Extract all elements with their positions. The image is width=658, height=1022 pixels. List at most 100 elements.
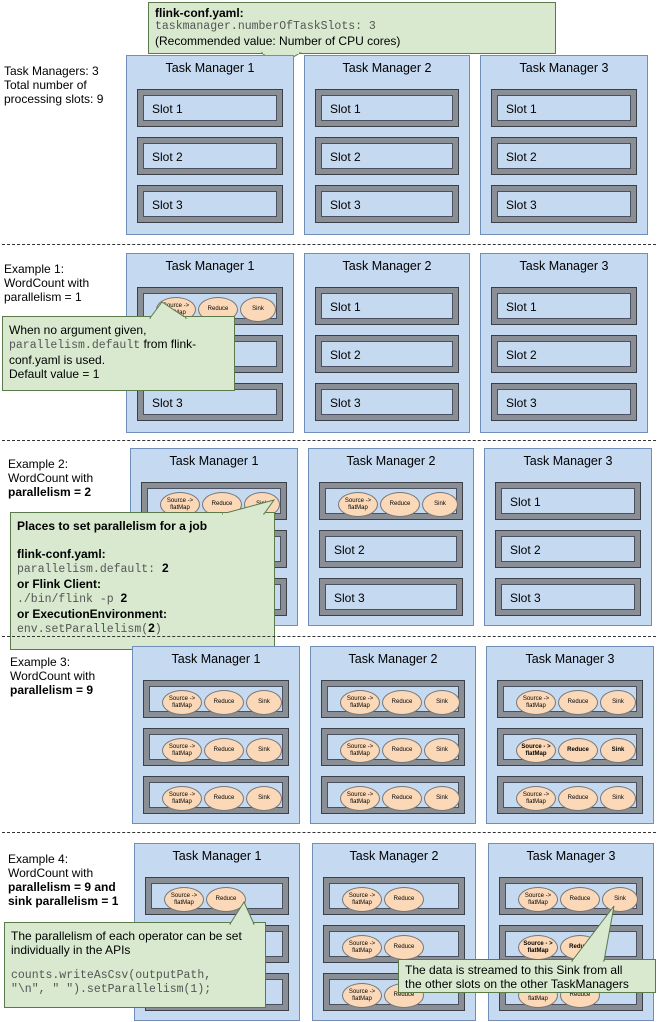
tm-title: Task Manager 3 (519, 61, 609, 75)
slot-label: Slot 2 (506, 150, 537, 164)
op-sink: Sink (422, 492, 458, 517)
label-bold: parallelism = 9 and (8, 880, 116, 894)
operator-chain: Source - > flatMap Reduce Sink (508, 737, 636, 763)
label-bold: parallelism = 2 (8, 485, 92, 499)
slot-label: Slot 3 (152, 198, 183, 212)
slot-label: Slot 1 (152, 102, 183, 116)
op-reduce: Reduce (384, 887, 424, 912)
slot: Source -> flatMap Reduce Sink (321, 728, 465, 766)
label-line: Example 3: (10, 655, 71, 669)
op-sink: Sink (600, 786, 636, 811)
op-reduce: Reduce (382, 786, 422, 811)
operator-chain: Source -> flatMap Reduce Sink (332, 737, 460, 763)
slot-label: Slot 1 (330, 300, 361, 314)
callout-code: ) (154, 623, 162, 636)
callout-title: flink-conf.yaml: (155, 6, 244, 20)
operator-chain: Source -> flatMap Reduce Sink (154, 689, 282, 715)
op-source: Source -> flatMap (518, 887, 558, 912)
op-source: Source - > flatMap (516, 738, 556, 763)
tm-title: Task Manager 1 (165, 259, 255, 273)
label-line: WordCount with (8, 866, 94, 880)
separator (2, 440, 656, 441)
slot-label: Slot 2 (506, 348, 537, 362)
slot: Slot 2 (315, 137, 459, 175)
slot: Slot 2 (319, 530, 463, 568)
op-source: Source -> flatMap (340, 786, 380, 811)
slot-label: Slot 2 (334, 543, 365, 557)
callout-code: parallelism.default: (17, 563, 162, 576)
callout-title: Places to set parallelism for a job (17, 519, 208, 533)
slot-label: Slot 3 (506, 198, 537, 212)
op-sink: Sink (424, 738, 460, 763)
tm-s1-2: Task Manager 2 Slot 1 Slot 2 Slot 3 (304, 253, 470, 433)
slot-label: Slot 3 (330, 198, 361, 212)
callout-value: 2 (148, 621, 155, 635)
slot-label: Slot 2 (510, 543, 541, 557)
section-3-label: Example 3: WordCount with parallelism = … (10, 655, 95, 697)
slot: Slot 2 (491, 137, 637, 175)
callout-heading: or Flink Client: (17, 577, 101, 591)
slot: Source -> flatMap Reduce Sink (143, 680, 289, 718)
tm-title: Task Manager 2 (346, 454, 436, 468)
callout-note: (Recommended value: Number of CPU cores) (155, 34, 401, 48)
slot: Slot 2 (495, 530, 641, 568)
callout-line: individually in the APIs (11, 943, 131, 957)
tm-title: Task Manager 1 (172, 849, 262, 863)
slot: Slot 1 (315, 89, 459, 127)
operator-chain: Source -> flatMap Reduce Sink (154, 737, 282, 763)
default-parallelism-callout: When no argument given, parallelism.defa… (2, 316, 235, 391)
callout-line: the other slots on the other TaskManager… (405, 977, 629, 991)
callout-line: Default value = 1 (9, 367, 100, 381)
callout-code: "\n", " ").setParallelism(1); (11, 983, 212, 996)
slot: Slot 1 (491, 287, 637, 325)
slot: Source -> flatMap Reduce Sink (321, 776, 465, 814)
operator-chain: Source -> flatMap Reduce (334, 886, 454, 912)
op-source: Source -> flatMap (342, 935, 382, 960)
slot-label: Slot 1 (510, 495, 541, 509)
label-line: WordCount with (10, 669, 96, 683)
op-sink: Sink (246, 738, 282, 763)
tm-s2-2: Task Manager 2 Source -> flatMap Reduce … (308, 448, 474, 626)
op-source: Source -> flatMap (516, 690, 556, 715)
op-source: Source -> flatMap (342, 887, 382, 912)
slot-label: Slot 3 (510, 591, 541, 605)
slot: Slot 1 (315, 287, 459, 325)
slot: Slot 2 (137, 137, 283, 175)
operator-chain: Source -> flatMap Reduce Sink (510, 886, 638, 912)
op-source: Source -> flatMap (516, 786, 556, 811)
label-line: processing slots: 9 (4, 92, 104, 106)
op-sink: Sink (602, 887, 638, 912)
callout-value: 2 (161, 561, 169, 575)
slot-label: Slot 3 (334, 591, 365, 605)
label-bold: parallelism = 9 (10, 683, 94, 697)
tm-title: Task Manager 2 (342, 61, 432, 75)
slot: Source -> flatMap Reduce Sink (497, 776, 643, 814)
tm-title: Task Manager 2 (342, 259, 432, 273)
slot-label: Slot 3 (330, 396, 361, 410)
slot: Source -> flatMap Reduce Sink (143, 728, 289, 766)
section-2-label: Example 2: WordCount with parallelism = … (8, 457, 93, 499)
operator-chain: Source -> flatMap Reduce Sink (330, 491, 458, 517)
section-0-label: Task Managers: 3 Total number of process… (4, 64, 103, 106)
slot: Source -> flatMap Reduce Sink (499, 877, 643, 915)
op-source: Source - > flatMap (518, 935, 558, 960)
label-line: Total number of (4, 78, 87, 92)
tm-s3-2: Task Manager 2 Source -> flatMap Reduce … (310, 646, 476, 824)
section-4-label: Example 4: WordCount with parallelism = … (8, 852, 118, 908)
tm-title: Task Manager 3 (526, 849, 616, 863)
slot-label: Slot 1 (506, 300, 537, 314)
tm-title: Task Manager 3 (519, 259, 609, 273)
callout-line: conf.yaml is used. (9, 353, 106, 367)
slot: Slot 3 (491, 383, 637, 421)
callout-code: taskmanager.numberOfTaskSlots: 3 (155, 20, 376, 33)
separator (2, 636, 656, 637)
callout-line: When no argument given, (9, 323, 147, 337)
op-sink: Sink (246, 786, 282, 811)
op-source: Source -> flatMap (162, 738, 202, 763)
slot: Slot 1 (491, 89, 637, 127)
label-line: Example 1: (4, 262, 65, 276)
op-reduce: Reduce (558, 738, 598, 763)
op-sink: Sink (600, 738, 636, 763)
callout-line: The data is streamed to this Sink from a… (405, 963, 623, 977)
